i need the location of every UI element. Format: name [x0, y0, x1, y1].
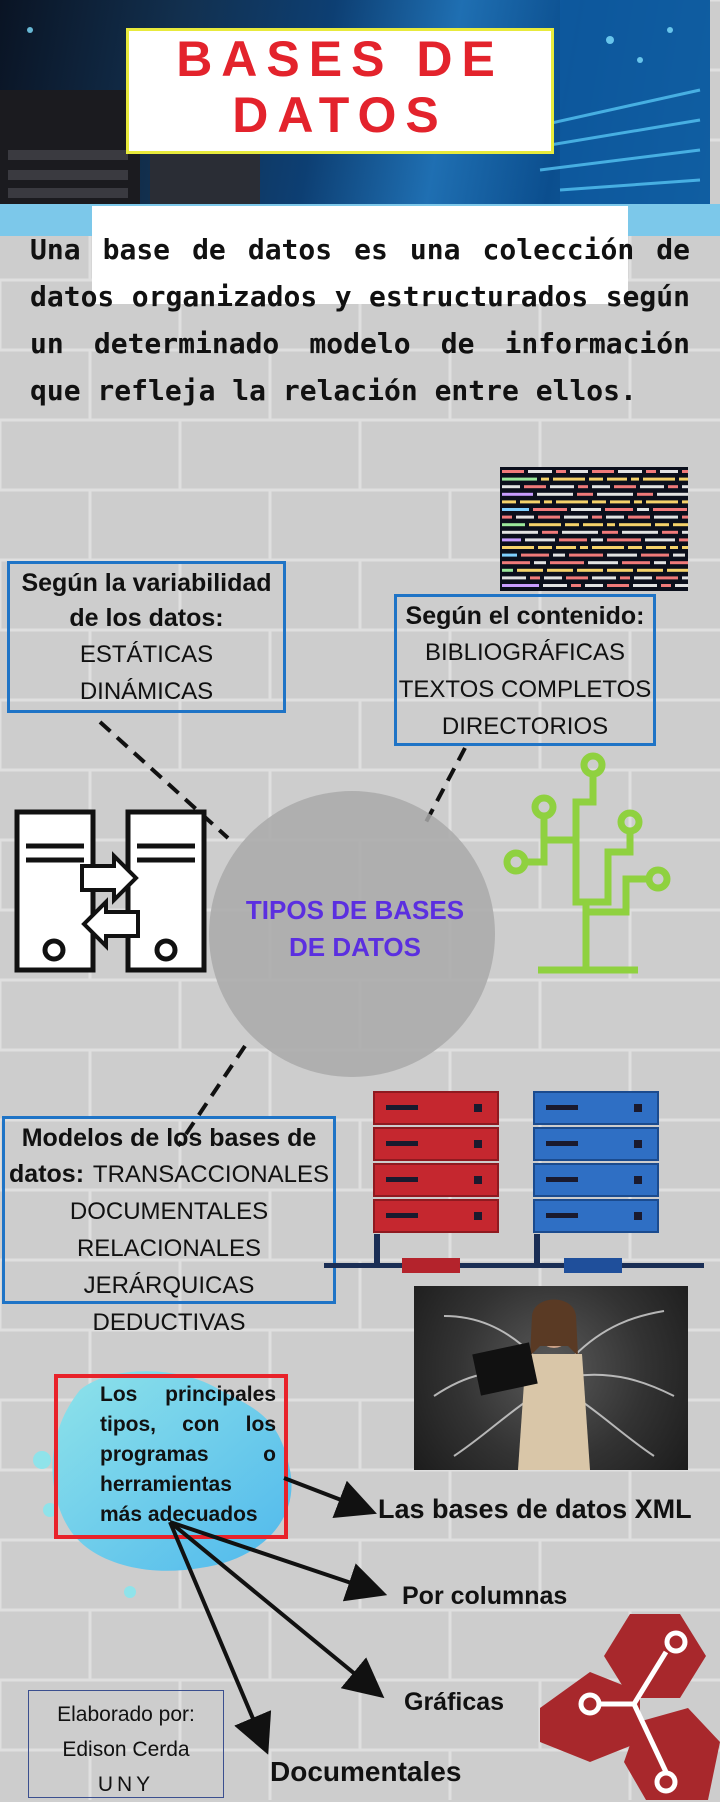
content-item: BIBLIOGRÁFICAS	[424, 639, 626, 666]
title-line-2: DATOS	[232, 87, 448, 143]
models-item: DOCUMENTALES	[69, 1198, 269, 1225]
content-item: TEXTOS COMPLETOS	[398, 676, 652, 703]
credit-line-2: Edison Cerda	[62, 1738, 190, 1761]
type-graphs: Gráficas	[404, 1688, 505, 1716]
content-box: Según el contenido: BIBLIOGRÁFICAS TEXTO…	[394, 594, 656, 746]
circuit-tree-icon	[503, 752, 671, 974]
title-line-1: BASES DE	[176, 31, 504, 87]
type-xml: Las bases de datos XML	[378, 1494, 692, 1524]
server-racks-icon	[324, 1091, 704, 1273]
models-item: TRANSACCIONALES	[92, 1161, 329, 1188]
businesswoman-laptop-photo	[414, 1286, 688, 1470]
code-screenshot-image	[500, 467, 688, 591]
tools-background-blob	[33, 1371, 292, 1598]
title-box: BASES DE DATOS	[126, 28, 554, 154]
variability-item: ESTÁTICAS	[79, 641, 214, 668]
models-item: RELACIONALES	[76, 1235, 262, 1262]
variability-heading-1: Según la variabilidad	[21, 569, 272, 597]
type-documents: Documentales	[270, 1756, 462, 1787]
credit-box: Elaborado por: Edison Cerda UNY	[28, 1690, 224, 1798]
credit-line-3: UNY	[97, 1773, 155, 1796]
hexagon-network-icon	[540, 1614, 720, 1800]
credit-line-1: Elaborado por:	[57, 1703, 195, 1726]
center-label: TIPOS DE BASES DE DATOS	[240, 892, 470, 966]
content-item: DIRECTORIOS	[441, 713, 609, 740]
variability-heading-2: de los datos:	[69, 604, 224, 632]
models-item: JERÁRQUICAS DEDUCTIVAS	[83, 1272, 255, 1336]
models-box: Modelos de los bases de datos: TRANSACCI…	[2, 1116, 336, 1336]
models-heading-2: datos:	[9, 1160, 85, 1188]
models-heading-1: Modelos de los bases de	[21, 1124, 317, 1152]
center-label-line-2: DE DATOS	[289, 932, 421, 962]
intro-highlight-panel	[92, 206, 628, 304]
server-transfer-icon	[14, 809, 207, 973]
tools-highlight-box	[54, 1374, 288, 1539]
center-circle	[209, 791, 495, 1077]
intro-paragraph: Una base de datos es una colección de da…	[30, 233, 690, 407]
variability-box: Según la variabilidad de los datos: ESTÁ…	[7, 561, 286, 713]
type-columns: Por columnas	[402, 1582, 568, 1610]
center-label-line-1: TIPOS DE BASES	[245, 895, 465, 925]
content-heading: Según el contenido:	[405, 602, 645, 630]
tools-text: Los principales tipos, con los programas…	[100, 1383, 276, 1526]
variability-item: DINÁMICAS	[79, 678, 214, 705]
